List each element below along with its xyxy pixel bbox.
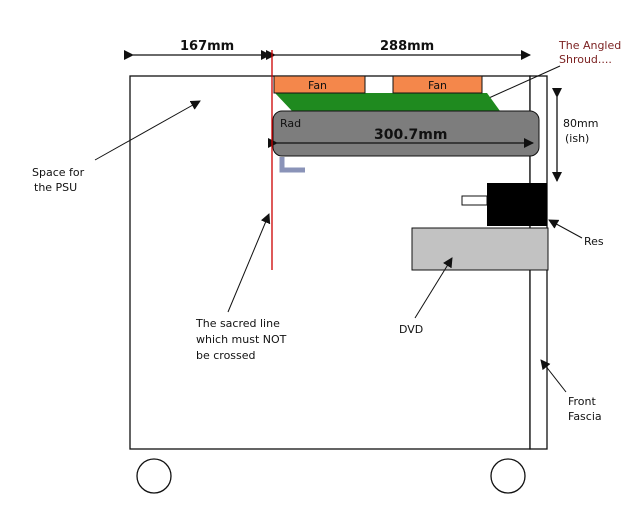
- label-psu-line2: the PSU: [34, 181, 77, 194]
- radiator-label: Rad: [280, 117, 301, 130]
- label-fascia-line1: Front: [568, 395, 597, 408]
- label-sacred-line1: The sacred line: [195, 317, 280, 330]
- fan-1-label: Fan: [308, 79, 327, 92]
- fan-1: [273, 75, 366, 94]
- label-167mm: 167mm: [180, 39, 234, 54]
- reservoir: [487, 183, 547, 226]
- case-foot-left: [136, 458, 172, 494]
- sacred-pointer-arrow: [227, 213, 271, 313]
- case-foot-right: [490, 458, 526, 494]
- mounting-bracket: [279, 157, 305, 173]
- fascia-pointer-arrow: [540, 359, 567, 393]
- label-shroud-line1: The Angled: [558, 39, 621, 52]
- fan-2-label: Fan: [428, 79, 447, 92]
- label-dvd: DVD: [399, 323, 423, 336]
- fan-2: [392, 75, 483, 94]
- label-shroud-line2: Shroud....: [559, 53, 612, 66]
- label-fascia-line2: Fascia: [568, 410, 602, 423]
- label-80mm: 80mm: [563, 117, 598, 130]
- dvd-drive: [411, 227, 549, 271]
- angled-shroud: [275, 93, 500, 111]
- res-pointer-arrow: [548, 219, 583, 239]
- shroud-pointer-arrow: [479, 65, 561, 103]
- reservoir-fitting: [461, 195, 488, 206]
- radiator-length-label: 300.7mm: [374, 127, 447, 143]
- label-sacred-line2: which must NOT: [196, 333, 287, 346]
- label-ish: (ish): [565, 132, 589, 145]
- label-psu-line1: Space for: [32, 166, 85, 179]
- psu-pointer-arrow: [94, 100, 201, 161]
- dvd-pointer-arrow: [414, 257, 453, 319]
- label-sacred-line3: be crossed: [196, 349, 256, 362]
- label-res: Res: [584, 235, 604, 248]
- label-288mm: 288mm: [380, 39, 434, 54]
